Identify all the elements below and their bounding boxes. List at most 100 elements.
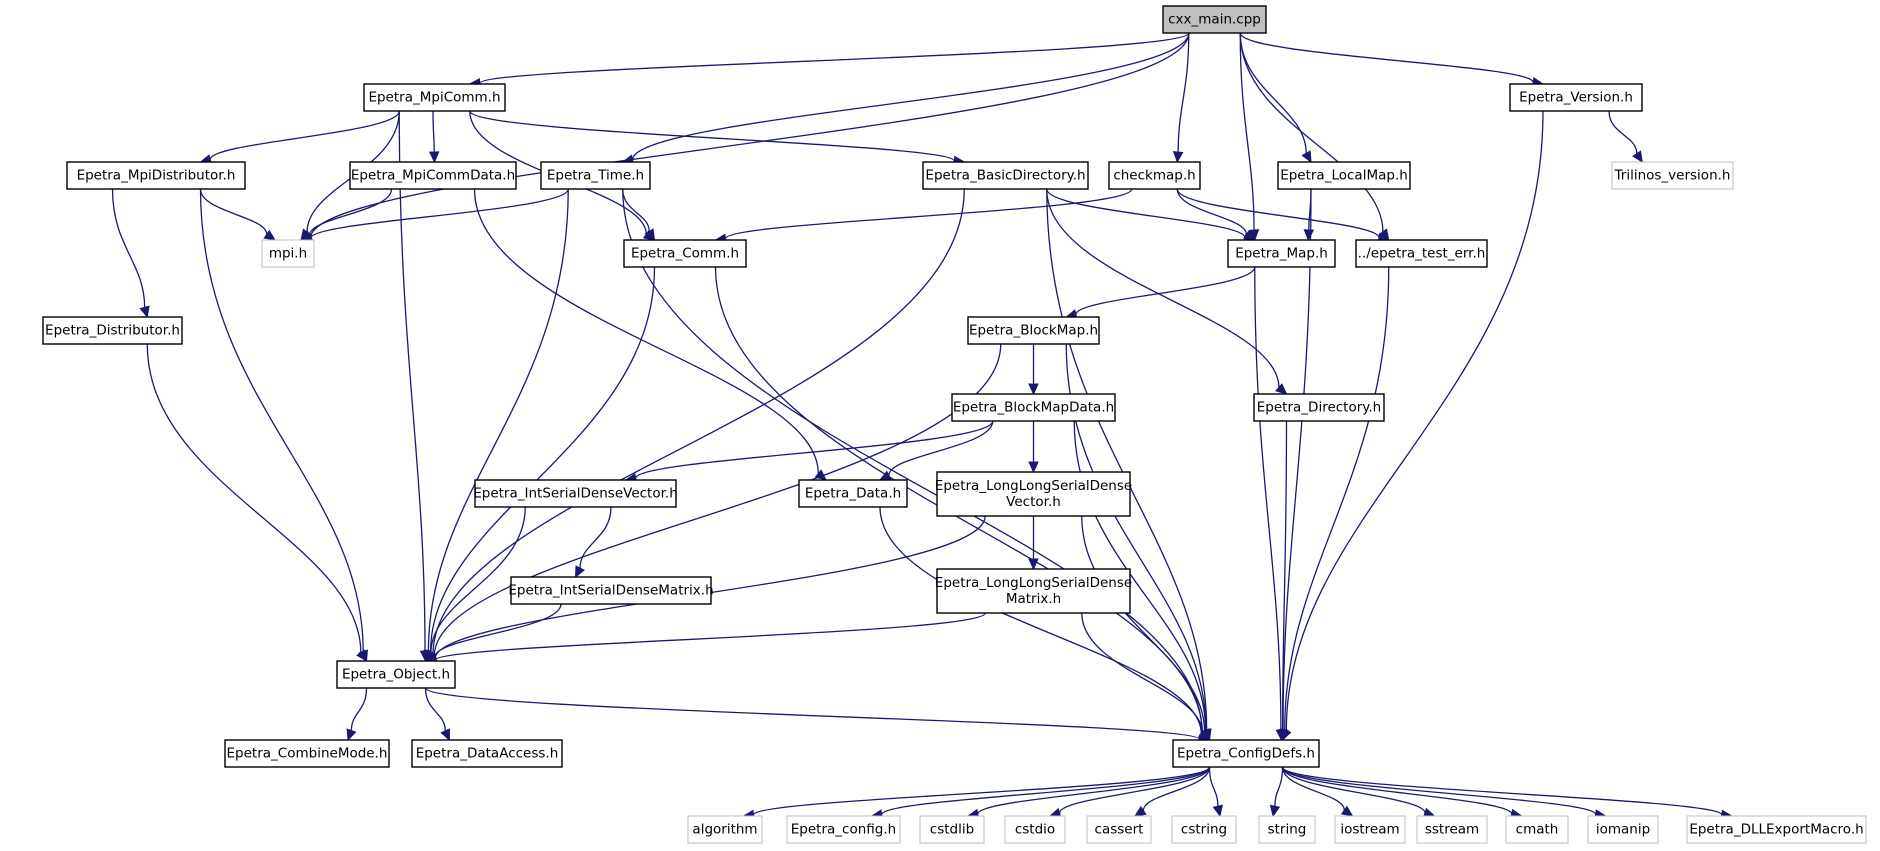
edge-cxx_main-to-localmap: [1239, 32, 1312, 164]
edge-configdefs-to-config: [870, 766, 1211, 820]
node-intsdv[interactable]: Epetra_IntSerialDenseVector.h: [473, 479, 678, 508]
node-checkmap[interactable]: checkmap.h: [1108, 161, 1201, 190]
node-label: Epetra_config.h: [791, 822, 896, 838]
edge-line: [879, 506, 1202, 735]
edge-llsdv-to-configdefs: [1081, 515, 1211, 742]
node-blockmapdata[interactable]: Epetra_BlockMapData.h: [951, 393, 1116, 422]
edge-line: [1058, 766, 1211, 814]
node-directory[interactable]: Epetra_Directory.h: [1253, 393, 1385, 422]
node-dataaccess[interactable]: Epetra_DataAccess.h: [411, 739, 563, 768]
arrowhead-icon: [1301, 150, 1312, 164]
node-mpicomm[interactable]: Epetra_MpiComm.h: [363, 83, 506, 112]
arrowhead-icon: [139, 305, 150, 319]
edge-configdefs-to-cassert: [1133, 766, 1211, 817]
node-box: [363, 83, 506, 112]
edge-mpidist-to-mpi: [199, 188, 277, 241]
node-data[interactable]: Epetra_Data.h: [798, 479, 908, 508]
node-box: [336, 660, 456, 689]
edge-version-to-trilinos: [1608, 110, 1643, 164]
arrowhead-icon: [1275, 383, 1288, 395]
edge-cxx_main-to-version: [1239, 32, 1545, 88]
node-label: Epetra_MpiDistributor.h: [77, 168, 236, 184]
arrowhead-icon: [1028, 461, 1039, 474]
node-box: [1172, 739, 1320, 768]
node-cstring: cstring: [1171, 815, 1237, 844]
node-label: Epetra_LocalMap.h: [1280, 168, 1408, 184]
arrowhead-icon: [1172, 151, 1184, 164]
edge-line: [724, 188, 1133, 240]
node-label: Epetra_IntSerialDenseMatrix.h: [508, 583, 713, 599]
edge-distributor-to-object: [146, 343, 368, 663]
node-box: [1171, 815, 1237, 844]
node-label: Epetra_Time.h: [547, 168, 644, 184]
node-cassert: cassert: [1086, 815, 1152, 844]
node-box: [623, 239, 747, 268]
edge-line: [1239, 32, 1534, 83]
edge-line: [199, 188, 268, 235]
edge-line: [1075, 266, 1256, 315]
edge-line: [1046, 188, 1246, 238]
edge-cxx_main-to-testerr: [1239, 32, 1390, 241]
edge-line: [310, 188, 569, 239]
node-configdefs[interactable]: Epetra_ConfigDefs.h: [1172, 739, 1320, 768]
edge-configdefs-to-iostream: [1281, 766, 1354, 817]
node-map[interactable]: Epetra_Map.h: [1227, 239, 1336, 268]
edge-version-to-configdefs: [1281, 110, 1544, 742]
node-testerr[interactable]: ../epetra_test_err.h: [1355, 239, 1488, 268]
node-object[interactable]: Epetra_Object.h: [336, 660, 456, 689]
arrowhead-icon: [1277, 729, 1288, 742]
edge-cxx_main-to-checkmap: [1172, 32, 1190, 164]
node-label: Epetra_BasicDirectory.h: [925, 168, 1085, 184]
edge-mpicomm-to-basicdir: [469, 110, 966, 167]
node-label: Vector.h: [1006, 494, 1061, 510]
node-label: Epetra_IntSerialDenseVector.h: [473, 486, 678, 502]
edge-cxx_main-to-mpicomm: [468, 32, 1190, 89]
node-label: cmath: [1516, 822, 1559, 838]
edge-line: [1254, 266, 1282, 731]
edge-cxx_main-to-map: [1239, 32, 1260, 242]
edge-line: [1285, 110, 1544, 731]
node-label: sstream: [1425, 822, 1479, 838]
arrowhead-icon: [428, 151, 440, 164]
edge-line: [634, 420, 994, 480]
edge-line: [622, 188, 1203, 734]
node-mpicommdata[interactable]: Epetra_MpiCommData.h: [349, 161, 517, 190]
node-label: Epetra_BlockMap.h: [969, 323, 1098, 339]
node-box: [349, 161, 517, 190]
node-label: Epetra_DataAccess.h: [416, 746, 559, 762]
node-version[interactable]: Epetra_Version.h: [1509, 83, 1643, 112]
node-localmap[interactable]: Epetra_LocalMap.h: [1277, 161, 1411, 190]
node-mpidist[interactable]: Epetra_MpiDistributor.h: [66, 161, 246, 190]
edge-line: [309, 188, 393, 236]
edge-line: [1281, 766, 1597, 816]
edge-line: [429, 266, 656, 653]
node-time[interactable]: Epetra_Time.h: [540, 161, 651, 190]
arrowhead-icon: [1028, 383, 1039, 396]
arrowhead-icon: [1212, 804, 1223, 818]
node-cxx_main[interactable]: cxx_main.cpp: [1162, 5, 1267, 34]
node-label: Epetra_Data.h: [805, 486, 901, 502]
edge-localmap-to-map: [1303, 188, 1315, 242]
node-box: [42, 316, 183, 345]
node-label: Epetra_Map.h: [1235, 246, 1328, 262]
node-blockmap[interactable]: Epetra_BlockMap.h: [967, 316, 1100, 345]
node-basicdir[interactable]: Epetra_BasicDirectory.h: [922, 161, 1089, 190]
node-box: [1162, 5, 1267, 34]
node-distributor[interactable]: Epetra_Distributor.h: [42, 316, 183, 345]
arrowhead-icon: [346, 728, 357, 742]
edge-line: [579, 506, 612, 569]
node-intsdm[interactable]: Epetra_IntSerialDenseMatrix.h: [508, 576, 714, 605]
edge-line: [350, 687, 368, 731]
node-label: cassert: [1095, 822, 1144, 838]
node-label: Epetra_BlockMapData.h: [953, 400, 1114, 416]
edge-configdefs-to-cstdlib: [966, 766, 1211, 820]
node-box: [1416, 815, 1488, 844]
node-label: Epetra_Comm.h: [631, 246, 739, 262]
node-comm[interactable]: Epetra_Comm.h: [623, 239, 747, 268]
edge-line: [479, 32, 1190, 84]
edge-line: [1177, 32, 1190, 153]
node-combinemode[interactable]: Epetra_CombineMode.h: [224, 739, 390, 768]
